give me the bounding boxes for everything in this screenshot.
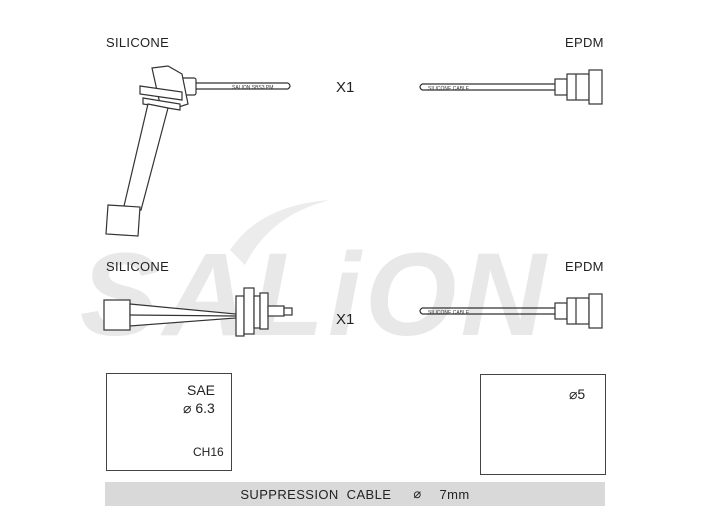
spark-plug-spec-box xyxy=(106,373,232,471)
watermark-text: SALiON xyxy=(80,229,550,361)
bottom-left-material-label: SILICONE xyxy=(106,259,170,274)
coil-diameter-label: ⌀5 xyxy=(569,386,586,402)
cable-size: 7mm xyxy=(439,486,470,502)
bottom-silicone-boot xyxy=(103,287,293,337)
top-right-material-label: EPDM xyxy=(565,35,604,50)
diameter-symbol: ⌀ xyxy=(413,486,422,501)
top-silicone-boot: SALION SBS3 PM xyxy=(105,65,291,237)
cable-label: SUPPRESSION CABLE xyxy=(240,486,392,502)
svg-text:SALION SBS3 PM: SALION SBS3 PM xyxy=(232,85,273,91)
plug-thread-code-label: CH16 xyxy=(193,445,224,459)
top-epdm-boot: SILICONE CABLE xyxy=(419,69,603,105)
svg-text:SILICONE CABLE: SILICONE CABLE xyxy=(428,86,470,92)
plug-standard-label: SAE xyxy=(187,382,216,398)
bottom-epdm-boot: SILICONE CABLE xyxy=(419,293,603,329)
bottom-right-material-label: EPDM xyxy=(565,259,604,274)
top-quantity-label: X1 xyxy=(336,79,355,96)
suppression-cable-footer: SUPPRESSION CABLE ⌀ 7mm xyxy=(105,482,605,506)
top-left-material-label: SILICONE xyxy=(106,35,170,50)
coil-spec-box xyxy=(480,374,606,475)
bottom-quantity-label: X1 xyxy=(336,311,355,328)
salion-watermark-logo: SALiON xyxy=(80,200,550,361)
plug-diameter-label: ⌀ 6.3 xyxy=(183,400,215,416)
svg-text:SILICONE CABLE: SILICONE CABLE xyxy=(428,310,470,316)
